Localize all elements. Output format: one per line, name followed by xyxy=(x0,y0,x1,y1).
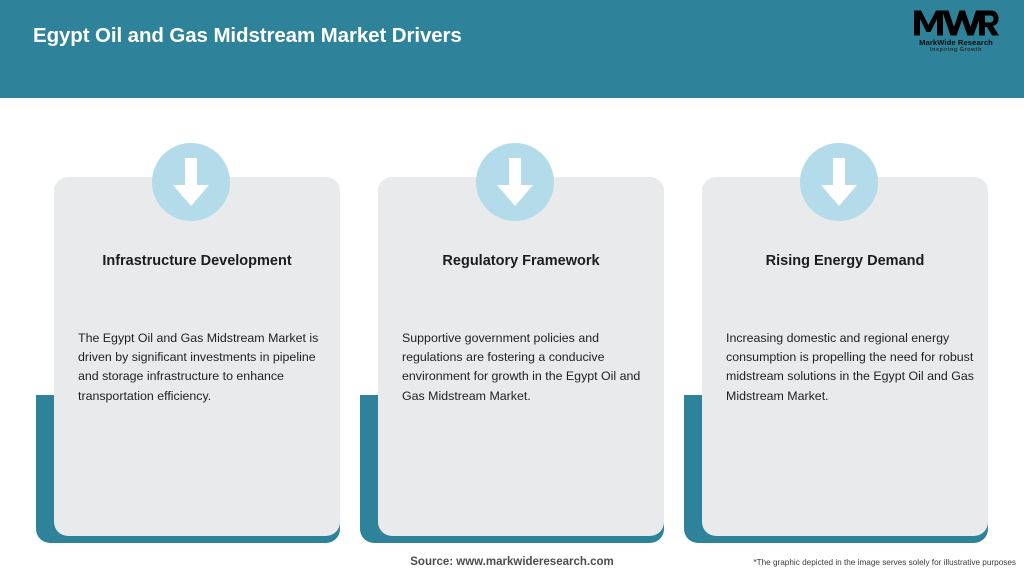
header-bar xyxy=(0,0,1024,98)
card-body-text: Supportive government policies and regul… xyxy=(402,331,641,403)
disclaimer-note: *The graphic depicted in the image serve… xyxy=(753,558,1016,567)
card-heading: Rising Energy Demand xyxy=(765,253,925,269)
card-body-text: The Egypt Oil and Gas Midstream Market i… xyxy=(78,331,319,403)
card-panel xyxy=(702,177,988,536)
down-arrow-icon xyxy=(152,143,230,221)
driver-card: Rising Energy Demand Increasing domestic… xyxy=(684,143,988,543)
down-arrow-icon xyxy=(476,143,554,221)
card-body-text: Increasing domestic and regional energy … xyxy=(726,331,974,403)
brand-logo: MarkWide Research Inspiring Growth xyxy=(904,8,1008,58)
mwr-logo-icon xyxy=(914,10,999,36)
logo-tagline: Inspiring Growth xyxy=(930,46,982,53)
card-panel xyxy=(378,177,664,536)
card-panel xyxy=(54,177,340,536)
card-heading: Regulatory Framework xyxy=(442,253,600,269)
page-title: Egypt Oil and Gas Midstream Market Drive… xyxy=(33,24,462,47)
driver-card: Regulatory Framework Supportive governme… xyxy=(360,143,664,543)
driver-card: Infrastructure Development The Egypt Oil… xyxy=(36,143,340,543)
card-heading: Infrastructure Development xyxy=(102,253,292,269)
logo-company-name: MarkWide Research xyxy=(919,38,993,47)
down-arrow-icon xyxy=(800,143,878,221)
source-attribution: Source: www.markwideresearch.com xyxy=(410,556,614,568)
